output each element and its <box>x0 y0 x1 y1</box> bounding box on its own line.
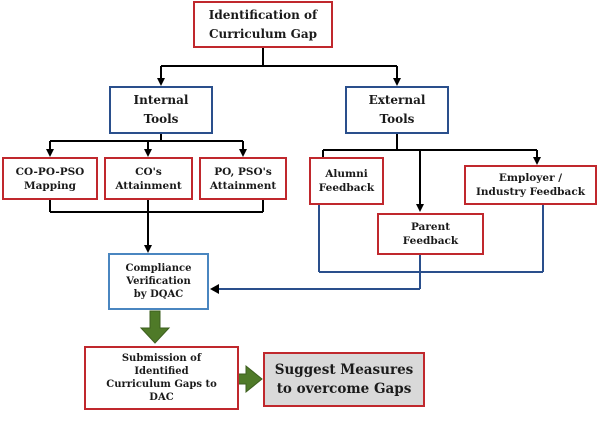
connector-internal-to-compliance <box>49 200 264 253</box>
node-internal-tools: Internal Tools <box>109 86 213 134</box>
node-parent-feedback: Parent Feedback <box>377 213 484 255</box>
node-label: CO's Attainment <box>115 165 182 192</box>
connector-internal-to-children <box>46 134 247 157</box>
node-co-po-pso-mapping: CO-PO-PSO Mapping <box>2 157 98 200</box>
connector-external-to-children <box>319 134 541 212</box>
node-label: External Tools <box>368 93 426 126</box>
node-suggest-measures: Suggest Measures to overcome Gaps <box>263 352 425 407</box>
node-identification-of-curriculum-gap: Identification of Curriculum Gap <box>193 1 333 48</box>
node-label: Submission of Identified Curriculum Gaps… <box>106 353 217 403</box>
node-employer-industry-feedback: Employer / Industry Feedback <box>464 165 597 205</box>
connector-root-to-tools <box>157 48 401 86</box>
node-external-tools: External Tools <box>345 86 449 134</box>
node-label: PO, PSO's Attainment <box>209 165 277 192</box>
node-label: Parent Feedback <box>402 221 459 247</box>
node-label: Employer / Industry Feedback <box>476 172 585 198</box>
node-po-pso-attainment: PO, PSO's Attainment <box>199 157 287 200</box>
node-label: Identification of Curriculum Gap <box>208 7 318 41</box>
node-label: Alumni Feedback <box>318 168 375 194</box>
node-co-attainment: CO's Attainment <box>104 157 193 200</box>
green-arrow-down <box>139 310 171 344</box>
node-submission-to-dac: Submission of Identified Curriculum Gaps… <box>84 346 239 410</box>
connector-external-to-compliance <box>214 205 544 290</box>
node-label: CO-PO-PSO Mapping <box>15 165 85 192</box>
node-label: Internal Tools <box>133 93 189 126</box>
node-compliance-verification: Compliance Verification by DQAC <box>108 253 209 310</box>
arrowhead-to-compliance <box>210 284 219 294</box>
node-label: Compliance Verification by DQAC <box>125 263 192 300</box>
node-label: Suggest Measures to overcome Gaps <box>274 361 414 397</box>
node-alumni-feedback: Alumni Feedback <box>309 157 384 205</box>
